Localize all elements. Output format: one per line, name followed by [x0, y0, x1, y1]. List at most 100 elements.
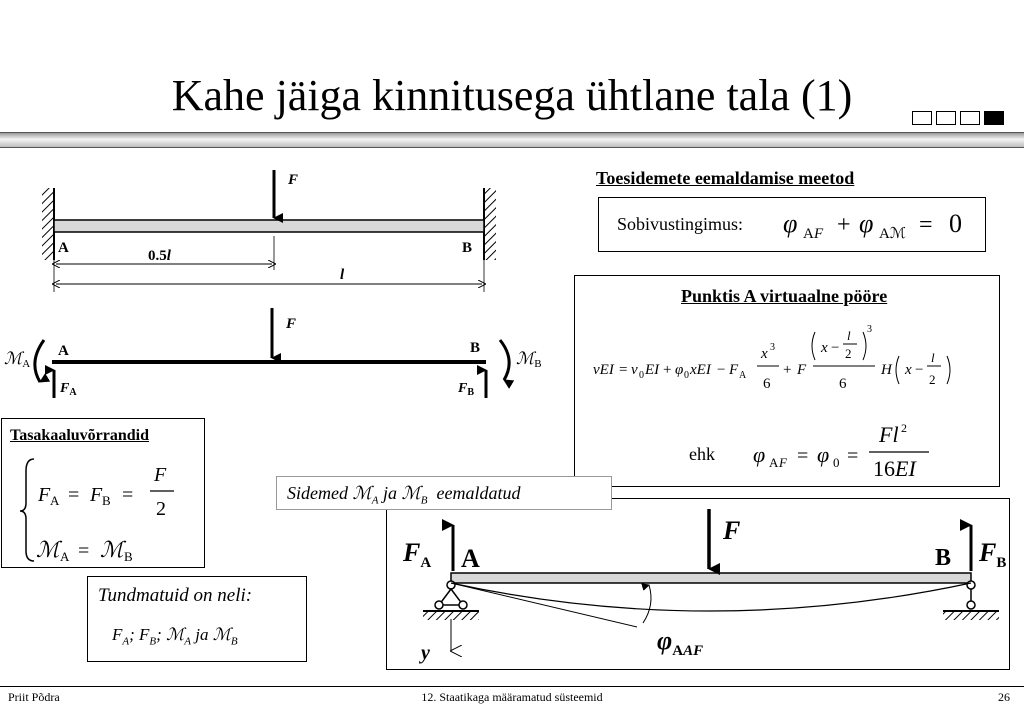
svg-text:0: 0 [684, 370, 689, 381]
compatibility-label: Sobivustingimus: [617, 214, 744, 234]
moment-a-arrow [33, 339, 51, 383]
svg-text:16: 16 [873, 456, 895, 481]
svg-text:2: 2 [901, 421, 907, 435]
virtual-rotation-box: Punktis A virtuaalne pööre vEI = v 0 EI … [574, 275, 1000, 487]
nav-box-2[interactable] [936, 111, 956, 125]
beam-fixed-diagram: F A B 0.5l l [42, 170, 496, 292]
svg-text:=: = [78, 540, 89, 562]
svg-text:0: 0 [639, 370, 644, 381]
virtual-heading: Punktis A virtuaalne pööre [681, 286, 888, 306]
support-a-label: A [461, 544, 480, 573]
nav-box-3[interactable] [960, 111, 980, 125]
support-a-label: A [58, 343, 69, 359]
svg-text:v: v [631, 362, 638, 378]
removed-constraints-box: Sidemed ℳA ja ℳB eemaldatud [276, 476, 612, 510]
svg-text:B: B [102, 493, 111, 508]
roller-support-b [943, 580, 999, 620]
svg-text:=: = [919, 212, 933, 238]
support-a-label: A [58, 240, 69, 256]
svg-text:=: = [797, 445, 808, 467]
moment-b-label: ℳB [516, 349, 542, 370]
svg-text:6: 6 [839, 376, 847, 392]
svg-text:2: 2 [156, 498, 166, 520]
svg-text:x: x [760, 346, 768, 362]
svg-text:=: = [847, 445, 858, 467]
svg-text:−: − [915, 362, 923, 378]
svg-text:=: = [68, 484, 79, 506]
footer-course: 12. Staatikaga määramatud süsteemid [421, 690, 603, 704]
ehk-label: ehk [689, 444, 715, 464]
svg-text:A: A [50, 493, 60, 508]
support-b-label: B [470, 340, 480, 356]
svg-text:=: = [619, 362, 627, 378]
title-rule [0, 132, 1024, 148]
unknowns-box: Tundmatuid on neli: FA; FB; ℳA ja ℳB [87, 576, 307, 662]
pin-support-a [423, 580, 479, 620]
slide-title: Kahe jäiga kinnitusega ühtlane tala (1) [171, 71, 853, 120]
svg-text:F: F [813, 226, 824, 242]
equilibrium-box: Tasakaaluvõrrandid F A = F B = F 2 ℳ A =… [1, 418, 205, 568]
svg-text:6: 6 [763, 376, 771, 392]
moment-a-label: ℳA [4, 349, 30, 370]
reaction-a-label: FA [402, 538, 431, 571]
svg-text:0: 0 [949, 209, 962, 238]
unknowns-text: Tundmatuid on neli: [98, 585, 253, 606]
svg-text:vEI: vEI [593, 362, 615, 378]
svg-text:2: 2 [845, 346, 852, 361]
angle-arc [641, 583, 652, 624]
svg-text:+: + [783, 362, 791, 378]
nav-boxes [912, 111, 1004, 125]
svg-text:F: F [728, 362, 739, 378]
svg-text:φ: φ [753, 442, 765, 467]
svg-text:φ: φ [817, 442, 829, 467]
removed-constraints-text: Sidemed ℳA ja ℳB eemaldatud [287, 483, 521, 507]
svg-text:B: B [124, 549, 133, 564]
svg-text:A: A [60, 549, 70, 564]
tangent-line [450, 582, 638, 628]
svg-text:H: H [880, 362, 893, 378]
svg-text:F: F [89, 484, 103, 506]
svg-text:F: F [153, 464, 167, 486]
svg-text:A: A [769, 455, 779, 470]
svg-text:+: + [663, 362, 671, 378]
svg-text:A: A [803, 226, 814, 242]
support-b-label: B [462, 240, 472, 256]
svg-text:x: x [904, 362, 912, 378]
free-body-diagram: F A B ℳA ℳB FA FB [4, 308, 542, 398]
svg-text:Aℳ: Aℳ [879, 226, 906, 242]
svg-text:ℳ: ℳ [36, 537, 63, 562]
svg-text:0: 0 [833, 455, 840, 470]
svg-text:EI: EI [894, 456, 917, 481]
svg-text:x: x [820, 340, 828, 356]
svg-text:−: − [831, 340, 839, 356]
svg-text:+: + [837, 212, 851, 238]
moment-b-arrow [498, 339, 515, 389]
support-b-label: B [935, 545, 951, 571]
right-wall [483, 188, 496, 260]
svg-text:−: − [717, 362, 725, 378]
nav-box-1[interactable] [912, 111, 932, 125]
svg-text:2: 2 [929, 372, 936, 387]
reaction-a-label: FA [59, 381, 77, 398]
dimension-full-label: l [340, 267, 345, 283]
footer-page: 26 [998, 690, 1010, 704]
compatibility-equation: φ A F + φ Aℳ = 0 [783, 209, 962, 242]
svg-text:l: l [931, 350, 935, 365]
svg-text:EI: EI [644, 362, 660, 378]
nav-box-4[interactable] [984, 111, 1004, 125]
dimension-half-label: 0.5l [148, 248, 172, 264]
svg-text:F: F [796, 362, 807, 378]
svg-text:F: F [37, 484, 51, 506]
force-label: F [287, 172, 298, 188]
svg-text:3: 3 [867, 324, 872, 335]
force-label: F [285, 316, 296, 332]
released-beam-panel: F FA A B FB φAAF y [386, 498, 1010, 670]
angle-label: φAAF [657, 626, 703, 659]
svg-text:φ: φ [675, 362, 683, 378]
unknowns-list: FA; FB; ℳA ja ℳB [112, 625, 238, 648]
svg-text:l: l [847, 328, 851, 343]
beam [450, 572, 972, 584]
reaction-b-label: FB [457, 381, 474, 398]
svg-text:A: A [739, 370, 747, 381]
reaction-b-label: FB [978, 538, 1006, 571]
